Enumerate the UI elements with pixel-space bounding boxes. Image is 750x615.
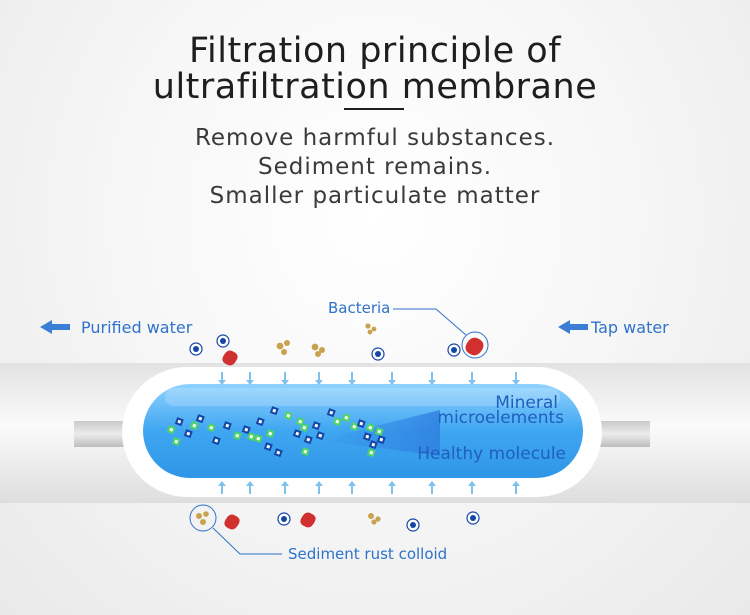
title-line-1: Filtration principle of	[188, 31, 562, 71]
mineral-label: Mineral	[495, 393, 558, 413]
bacteria-callout-line	[393, 308, 467, 336]
subtitle-line-1: Remove harmful substances.	[194, 125, 556, 151]
top-particles	[189, 323, 489, 366]
right-arrow-icon	[558, 320, 588, 334]
sediment-callout-line	[212, 527, 282, 555]
title-line-2: ultrafiltration membrane	[152, 67, 598, 107]
title-divider	[344, 108, 404, 110]
bottom-membrane-arrows	[218, 481, 520, 494]
subtitle-line-2: Sediment remains.	[257, 154, 493, 180]
bacteria-label: Bacteria	[328, 299, 391, 317]
microelements-label: microelements	[437, 408, 564, 428]
left-arrow-icon	[40, 320, 70, 334]
tap-water-label: Tap water	[591, 318, 669, 337]
bottom-particles	[189, 504, 480, 532]
sediment-label: Sediment rust colloid	[288, 545, 448, 563]
subtitle-line-3: Smaller particulate matter	[209, 183, 541, 209]
healthy-molecule-label: Healthy molecule	[417, 444, 566, 464]
right-pipe-stub	[598, 421, 650, 447]
purified-water-label: Purified water	[81, 318, 193, 337]
inner-molecules	[166, 406, 386, 458]
top-membrane-arrows	[218, 372, 520, 385]
